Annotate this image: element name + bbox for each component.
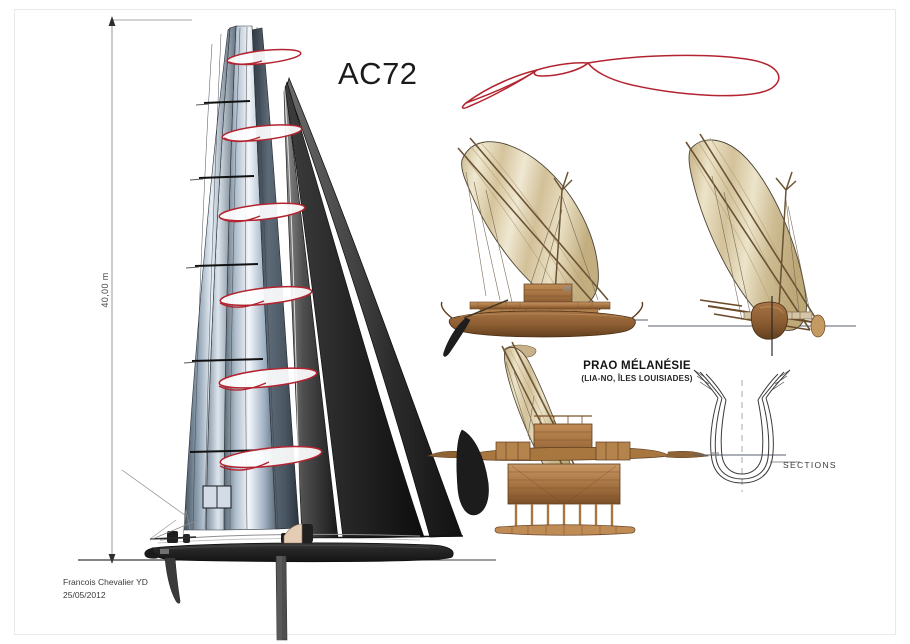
prao-bow-float (810, 314, 826, 338)
bow-tip (144, 548, 158, 559)
prao-label-title: PRAO MÉLANÉSIE (583, 359, 691, 372)
credit-date: 25/05/2012 (63, 590, 106, 600)
prao-stern-dark-hull (456, 429, 489, 516)
prao-side-insignia (563, 286, 571, 291)
profile-trailing-line (465, 69, 538, 104)
prao-bow-mast (775, 171, 797, 325)
profile-main-element (586, 54, 780, 97)
section-ellipse-3 (218, 202, 306, 223)
profile-aft-flap (461, 69, 538, 109)
prao-side-sail (461, 141, 599, 308)
prao-side-steering-oar (443, 299, 509, 357)
credit-author: Francois Chevalier YD (63, 577, 148, 587)
sections-curves (710, 397, 774, 484)
section-ellipse-2 (221, 124, 303, 143)
daggerboard-foil (275, 555, 288, 641)
sections-mark (712, 452, 719, 456)
prao-label-subtitle: (LIA-NO, ÎLES LOUISIADES) (581, 374, 692, 383)
jib-foot-line (299, 535, 464, 539)
bow-rudder-foil (164, 557, 181, 604)
bowsprit (149, 519, 197, 540)
sections-arm-ends (693, 369, 791, 391)
hull-logo (160, 549, 169, 554)
prao-side-spars (457, 137, 609, 311)
prao-stern-raft (494, 524, 636, 536)
dimension-axis (108, 16, 116, 564)
prao-bow-spars (685, 133, 819, 331)
jib-luff-line (283, 79, 301, 539)
prao-side-endposts (440, 301, 644, 319)
section-ellipse-6 (219, 445, 323, 471)
prao-bow-rigging (711, 175, 813, 323)
prao-stern-outrigger-frames (495, 441, 631, 461)
profile-mid-flap (533, 62, 590, 77)
section-ellipse-5 (218, 367, 318, 391)
wingsail-leading-edge (183, 27, 231, 531)
sections-label: SECTIONS (783, 460, 837, 470)
wingsail-window (202, 485, 232, 509)
prao-stern-platform (507, 463, 621, 505)
section-ellipse-4 (219, 285, 313, 308)
rigging-lines (121, 469, 199, 541)
page-title: AC72 (338, 56, 418, 91)
section-ellipse-1 (226, 48, 302, 66)
prao-stern-legs (514, 504, 614, 527)
prao-bow-hull (750, 301, 788, 340)
deck-fittings (167, 523, 313, 544)
dimension-label: 40,00 m (100, 272, 110, 307)
